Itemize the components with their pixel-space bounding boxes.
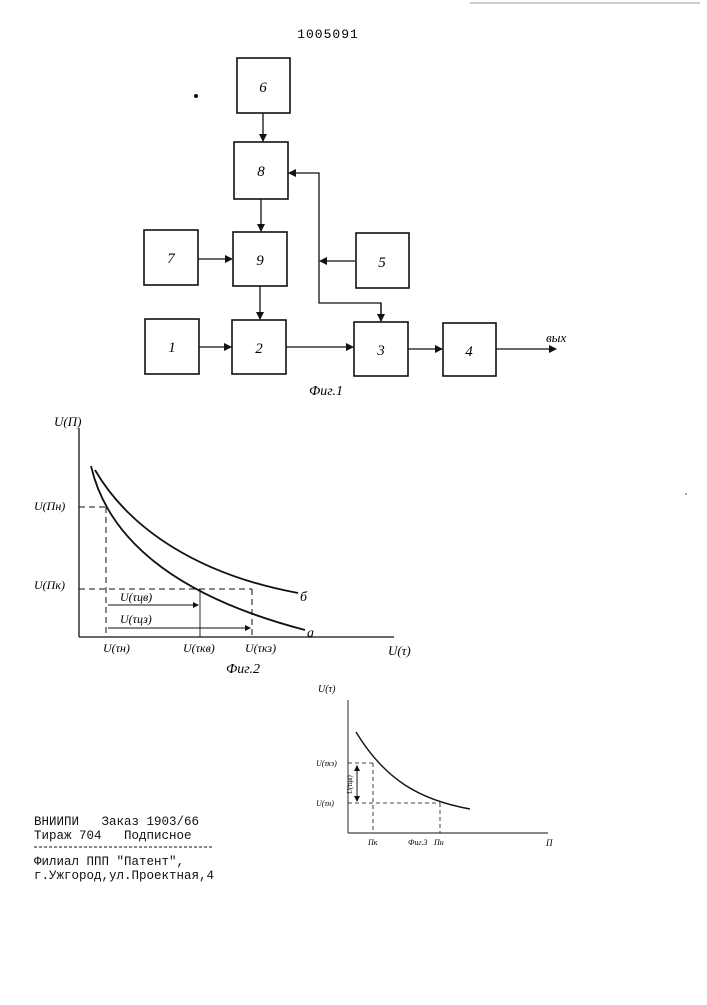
imprint-line-1: ВНИИПИ Заказ 1903/66 <box>34 815 199 829</box>
fig2-x-axis-label: U(τ) <box>388 643 411 658</box>
fig2-curve-label-a: а <box>307 626 314 641</box>
svg-text:1: 1 <box>168 340 176 356</box>
fig2-interval-tsz-label: U(τцз) <box>120 612 152 626</box>
svg-text:4: 4 <box>465 344 473 360</box>
fig3-interval-label: U(τцв) <box>346 775 354 794</box>
fig3-x-axis-label: П <box>545 838 553 848</box>
block-6: 6 <box>237 58 290 113</box>
block-8: 8 <box>234 142 288 199</box>
svg-text:3: 3 <box>376 343 385 359</box>
svg-text:5: 5 <box>378 255 386 271</box>
fig3-graph: U(τ) П U(τцв) U(τкз) U(τн) Пк Пн Фиг.3 <box>316 684 553 848</box>
svg-text:2: 2 <box>255 341 263 357</box>
stray-dot <box>685 493 687 495</box>
stray-dot <box>194 94 198 98</box>
block-1: 1 <box>145 319 199 374</box>
imprint-line-3: Филиал ППП "Патент", <box>34 855 184 869</box>
imprint-line-2: Тираж 704 Подписное <box>34 829 192 843</box>
fig2-caption: Фиг.2 <box>226 662 260 677</box>
block-5: 5 <box>356 233 409 288</box>
patent-number: 1005091 <box>297 27 359 42</box>
fig2-ytick-uk: U(Пк) <box>34 578 65 592</box>
fig2-curve-b <box>95 470 298 593</box>
block-3: 3 <box>354 322 408 376</box>
output-label: вых <box>546 330 566 345</box>
fig3-y-axis-label: U(τ) <box>318 684 336 695</box>
fig2-graph: U(П) U(τ) а б U(τцв) U(τцз) U(Пн) U(Пк) … <box>34 414 411 677</box>
fig1-caption: Фиг.1 <box>309 384 343 399</box>
fig3-xtick-pk: Пк <box>367 838 378 847</box>
fig2-ytick-un: U(Пн) <box>34 499 65 513</box>
fig2-xtick-tkz: U(τкз) <box>245 641 276 655</box>
fig3-ytick-top: U(τкз) <box>316 759 337 768</box>
fig1-block-diagram: 6 8 7 9 5 1 2 3 <box>144 58 566 399</box>
svg-text:6: 6 <box>259 80 267 96</box>
fig3-ytick-bottom: U(τн) <box>316 799 334 808</box>
fig2-y-axis-label: U(П) <box>54 414 81 429</box>
imprint-line-4: г.Ужгород,ул.Проектная,4 <box>34 869 214 883</box>
block-9: 9 <box>233 232 287 286</box>
fig3-xtick-pn: Пн <box>433 838 444 847</box>
block-4: 4 <box>443 323 496 376</box>
svg-text:8: 8 <box>257 164 265 180</box>
fig2-curve-label-b: б <box>300 590 308 605</box>
fig3-caption: Фиг.3 <box>408 838 427 847</box>
fig2-xtick-tn: U(τн) <box>103 641 130 655</box>
block-2: 2 <box>232 320 286 374</box>
svg-text:9: 9 <box>256 253 264 269</box>
fig2-xtick-tkv: U(τкв) <box>183 641 215 655</box>
block-7: 7 <box>144 230 198 285</box>
fig2-interval-tsv-label: U(τцв) <box>120 590 152 604</box>
